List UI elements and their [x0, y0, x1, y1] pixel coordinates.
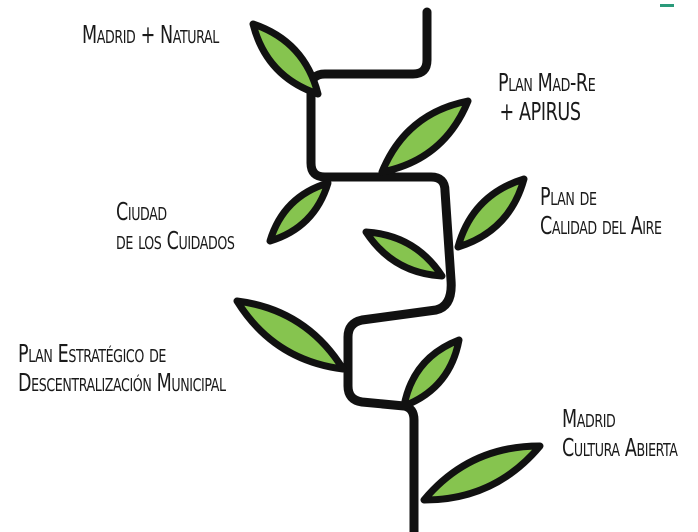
- leaf-madrid-cultura: [420, 442, 544, 504]
- label-plan-calidad-aire: Plan de Calidad del Aire: [540, 182, 662, 240]
- leaf-plan-descentralizacion: [233, 297, 347, 373]
- leaf-descentralizacion-right: [400, 336, 463, 410]
- corner-accent-mark: [660, 4, 674, 7]
- label-madrid-natural: Madrid + Natural: [82, 20, 219, 49]
- leaf-madrid-natural: [249, 20, 322, 98]
- leaf-plan-madre: [378, 97, 472, 176]
- label-madrid-cultura: Madrid Cultura Abierta: [562, 404, 678, 462]
- label-ciudad-cuidados: Ciudad de los Cuidados: [116, 197, 235, 255]
- label-plan-descentralizacion: Plan Estratégico de Descentralización Mu…: [18, 339, 226, 397]
- leaf-plan-calidad-aire: [454, 175, 528, 251]
- leaf-calidad-lower: [362, 228, 446, 280]
- stem: [306, 7, 456, 532]
- leaf-ciudad-cuidados: [266, 179, 332, 245]
- label-plan-madre: Plan Mad-Re + APIRUS: [498, 68, 596, 126]
